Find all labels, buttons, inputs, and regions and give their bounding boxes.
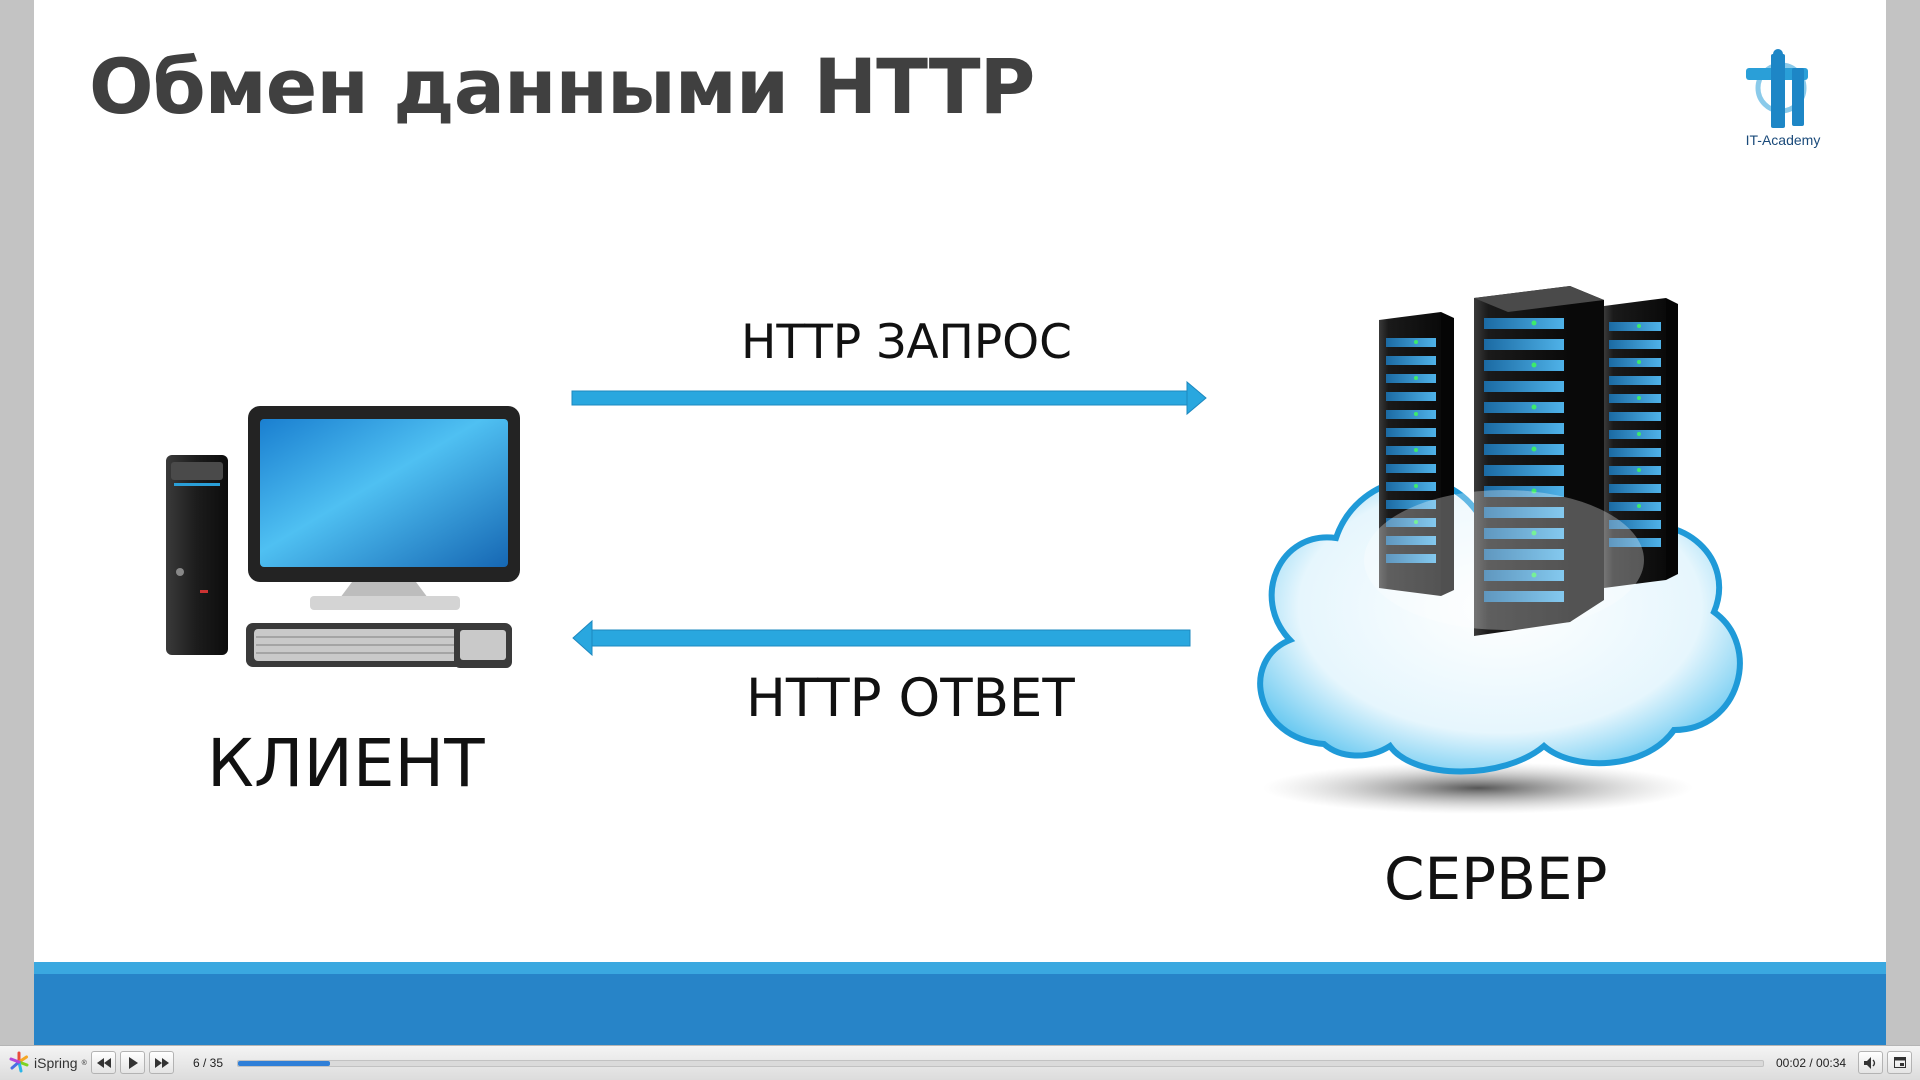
previous-slide-button[interactable] [91,1051,116,1074]
window-mode-icon [1893,1057,1906,1068]
progress-track[interactable] [237,1060,1764,1067]
logo-text: IT-Academy [1745,132,1821,148]
ispring-brand-mark: ® [81,1059,87,1067]
http-request-label: HTTP ЗАПРОС [741,315,1072,370]
slide-title: Обмен данными HTTP [89,42,1035,131]
next-slide-button[interactable] [149,1051,174,1074]
slide-counter: 6 / 35 [193,1056,224,1070]
progress-fill [238,1061,330,1066]
ispring-logo-icon [8,1051,30,1076]
it-academy-logo: IT-Academy [1738,48,1828,152]
rewind-icon [96,1057,111,1068]
client-label: КЛИЕНТ [207,725,485,802]
fast-forward-icon [154,1057,169,1068]
client-computer [166,406,520,668]
slide: Обмен данными HTTP IT-Academy [34,0,1886,1045]
volume-button[interactable] [1858,1051,1883,1074]
footer-band [34,974,1886,1045]
http-diagram [166,286,1743,814]
time-display: 00:02 / 00:34 [1776,1056,1847,1070]
server-racks [1364,286,1678,636]
ispring-brand[interactable]: iSpring® [8,1051,87,1076]
volume-icon [1863,1056,1875,1069]
play-icon [128,1056,138,1069]
player-bar: iSpring® 6 / 35 00:02 / 00:34 [0,1045,1920,1080]
window-mode-button[interactable] [1887,1051,1912,1074]
response-arrow [572,619,1191,657]
http-response-label: HTTP ОТВЕТ [746,668,1075,729]
ispring-brand-name: iSpring [34,1055,78,1071]
play-button[interactable] [120,1051,145,1074]
footer-band-accent [34,962,1886,974]
request-arrow [571,380,1207,416]
server-label: СЕРВЕР [1384,845,1608,913]
